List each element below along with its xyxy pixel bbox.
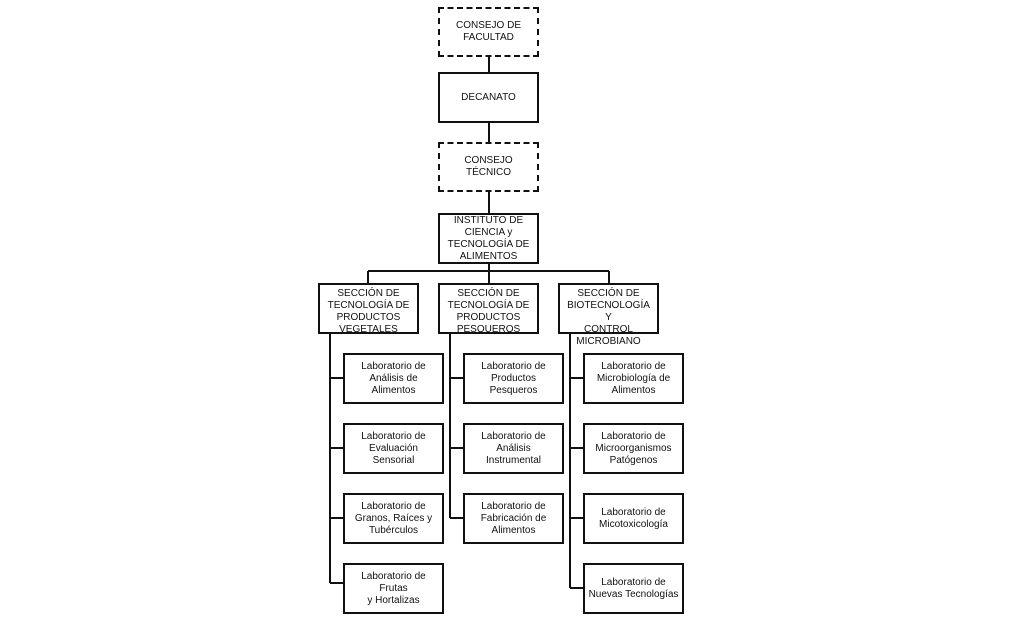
consejo-de-facultad-box: CONSEJO DE FACULTAD xyxy=(438,7,539,57)
instituto-box: INSTITUTO DE CIENCIA y TECNOLOGÍA DE ALI… xyxy=(438,213,539,264)
lab-microbiologia-de-alimentos: Laboratorio de Microbiología de Alimento… xyxy=(583,353,684,404)
lab-evaluacion-sensorial: Laboratorio de Evaluación Sensorial xyxy=(343,423,444,474)
lab-analisis-de-alimentos: Laboratorio de Análisis de Alimentos xyxy=(343,353,444,404)
lab-frutas-hortalizas: Laboratorio de Frutas y Hortalizas xyxy=(343,563,444,614)
section-productos-pesqueros: SECCIÓN DE TECNOLOGÍA DE PRODUCTOS PESQU… xyxy=(438,283,539,335)
lab-analisis-instrumental: Laboratorio de Análisis Instrumental xyxy=(463,423,564,474)
lab-fabricacion-de-alimentos: Laboratorio de Fabricación de Alimentos xyxy=(463,493,564,544)
lab-micotoxicologia: Laboratorio de Micotoxicología xyxy=(583,493,684,544)
lab-granos-raices-tuberculos: Laboratorio de Granos, Raíces y Tubércul… xyxy=(343,493,444,544)
decanato-box: DECANATO xyxy=(438,72,539,123)
lab-microorganismos-patogenos: Laboratorio de Microorganismos Patógenos xyxy=(583,423,684,474)
consejo-tecnico-box: CONSEJO TÉCNICO xyxy=(438,142,539,192)
lab-nuevas-tecnologias: Laboratorio de Nuevas Tecnologías xyxy=(583,563,684,614)
section-biotecnologia-control-microbiano: SECCIÓN DE BIOTECNOLOGÍA Y CONTROL MICRO… xyxy=(558,283,659,347)
section-productos-vegetales: SECCIÓN DE TECNOLOGÍA DE PRODUCTOS VEGET… xyxy=(318,283,419,335)
lab-productos-pesqueros: Laboratorio de Productos Pesqueros xyxy=(463,353,564,404)
